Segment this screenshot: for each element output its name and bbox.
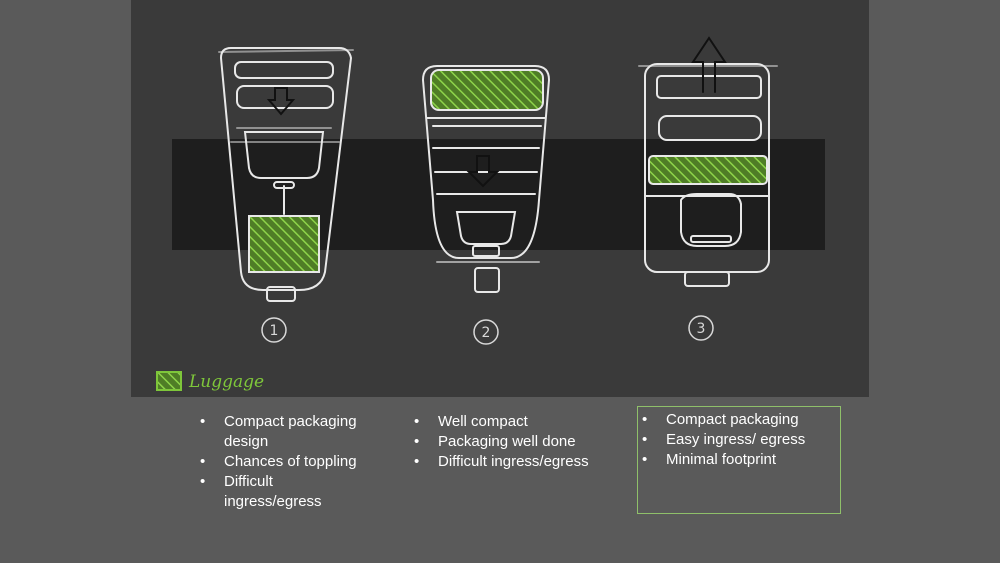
sketch-canvas: 1 2 3 Luggage: [131, 0, 869, 397]
concept-2-sketch: [421, 65, 551, 293]
concept-2-number-circle: [473, 319, 499, 345]
legend-swatch: [156, 371, 182, 391]
list-item: Difficult ingress/egress: [412, 452, 602, 472]
legend-label: Luggage: [188, 372, 264, 392]
concept-3-sketch: [638, 36, 778, 287]
concept-3-number-circle: [688, 315, 714, 341]
concept-2-notes: Well compact Packaging well done Difficu…: [412, 412, 602, 472]
concept-3-notes: Compact packaging Easy ingress/ egress M…: [640, 410, 840, 470]
concept-2-number: 2: [482, 325, 491, 341]
concept-3-number: 3: [697, 321, 706, 337]
list-item: Difficult ingress/egress: [198, 472, 368, 512]
concept-sketches: 1 2 3 Luggage: [156, 36, 825, 392]
list-item: Compact packaging: [640, 410, 840, 430]
concept-1-number: 1: [270, 323, 279, 339]
list-item: Packaging well done: [412, 432, 602, 452]
list-item: Well compact: [412, 412, 602, 432]
concept-3-luggage: [648, 155, 768, 185]
concept-2-luggage: [430, 69, 544, 111]
list-item: Compact packaging design: [198, 412, 368, 452]
list-item: Minimal footprint: [640, 450, 840, 470]
list-item: Chances of toppling: [198, 452, 368, 472]
list-item: Easy ingress/ egress: [640, 430, 840, 450]
concept-3-highlight-box: [637, 406, 841, 514]
concept-1-luggage: [248, 215, 320, 273]
concept-1-number-circle: [261, 317, 287, 343]
concept-1-sketch: [218, 47, 354, 302]
concept-1-notes: Compact packaging design Chances of topp…: [198, 412, 368, 512]
